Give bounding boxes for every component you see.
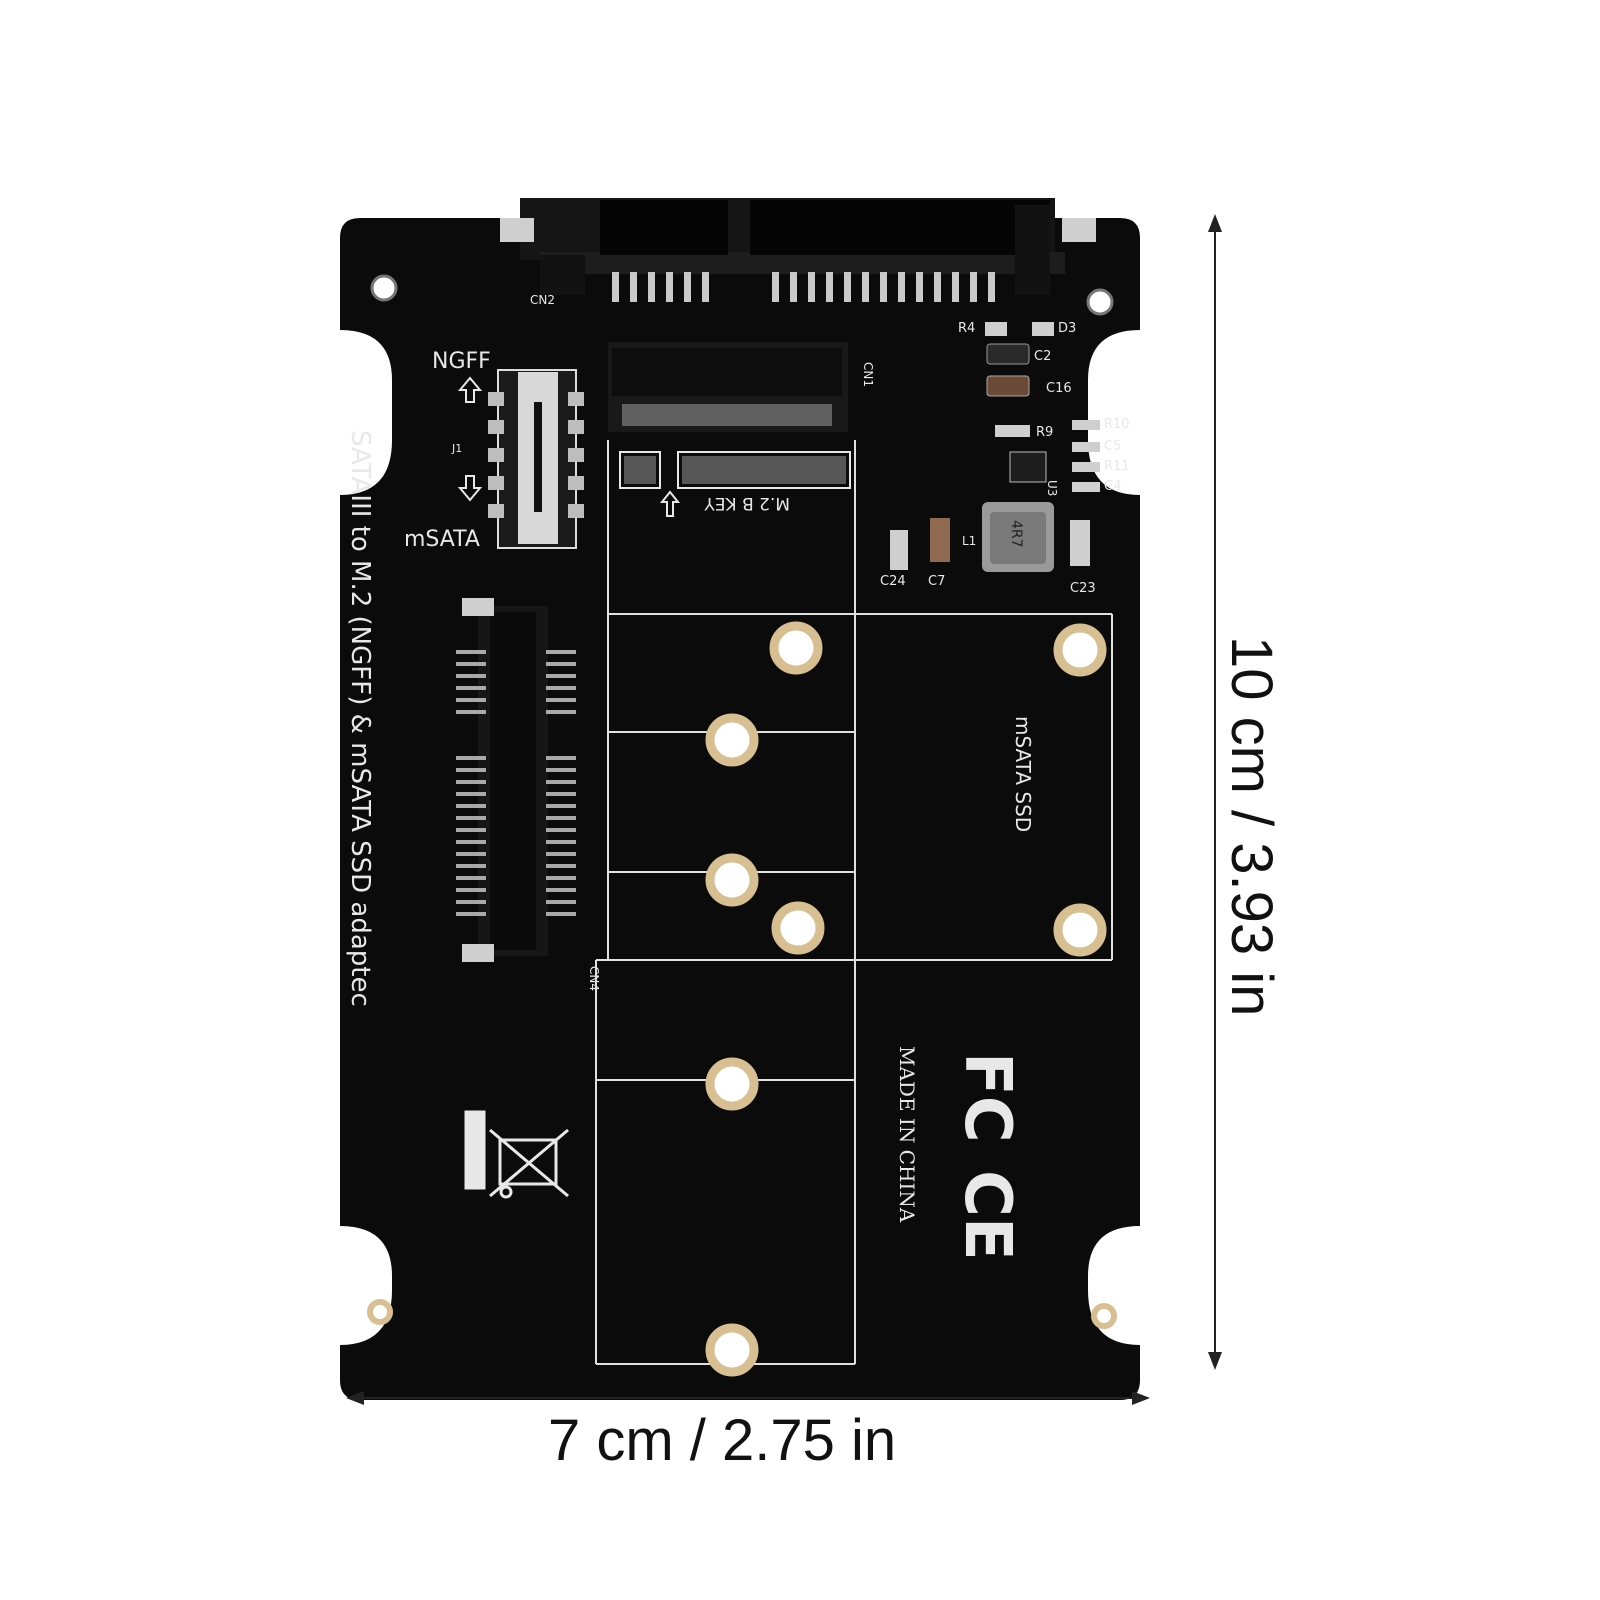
ref-r9: R9 <box>1036 425 1053 440</box>
width-dimension <box>346 1391 1150 1405</box>
switch-ngff-label: NGFF <box>432 349 491 374</box>
made-in-label: MADE IN CHINA <box>895 1046 919 1223</box>
switch-msata-label: mSATA <box>404 527 480 552</box>
weee-bin-icon <box>464 1110 569 1199</box>
ref-c4: C4 <box>1104 479 1121 494</box>
ref-r11: R11 <box>1104 459 1130 474</box>
cn4-label: CN4 <box>587 966 601 991</box>
msata-ssd-label: mSATA SSD <box>1011 716 1035 832</box>
ref-c24: C24 <box>880 574 906 589</box>
arrow-down-icon <box>457 475 483 502</box>
ref-d3: D3 <box>1058 321 1076 336</box>
height-dimension <box>1208 214 1222 1370</box>
mounting-hole-bottom-left <box>367 1299 393 1325</box>
ref-c23: C23 <box>1070 581 1096 596</box>
mounting-hole-top-right <box>1086 288 1114 316</box>
ce-mark: CE <box>950 1170 1024 1261</box>
ref-c7: C7 <box>928 574 945 589</box>
ref-r4: R4 <box>958 321 975 336</box>
ref-r10: R10 <box>1104 417 1130 432</box>
msata-connector <box>456 598 576 962</box>
width-label: 7 cm / 2.75 in <box>548 1408 896 1473</box>
fc-mark: FC <box>950 1052 1024 1143</box>
mode-switch <box>488 369 584 549</box>
board-title: SATAIII to M.2 (NGFF) & mSATA SSD adapte… <box>345 430 375 1007</box>
arrow-up-icon <box>457 376 483 403</box>
ref-c5: C5 <box>1104 439 1121 454</box>
m2-connector <box>608 342 851 489</box>
sata-connector <box>500 198 1096 302</box>
ref-l1: L1 <box>962 534 976 548</box>
ref-c2: C2 <box>1034 349 1051 364</box>
ref-c16: C16 <box>1046 381 1072 396</box>
switch-ref-label: J1 <box>451 442 462 455</box>
ref-u3: U3 <box>1045 480 1059 496</box>
m2-key-label: M.2 B KEY <box>704 493 790 513</box>
cn1-label: CN1 <box>861 362 875 387</box>
m2-module-outline <box>595 440 1113 1365</box>
cn2-label: CN2 <box>530 293 555 307</box>
mounting-hole-top-left <box>370 274 398 302</box>
mounting-hole-bottom-right <box>1091 1303 1117 1329</box>
standoff-pads <box>705 621 1107 1377</box>
key-arrow-icon <box>659 490 681 517</box>
smd-components <box>890 322 1100 572</box>
height-label: 10 cm / 3.93 in <box>1219 636 1284 1016</box>
inductor-marking: 4R7 <box>1008 520 1024 548</box>
